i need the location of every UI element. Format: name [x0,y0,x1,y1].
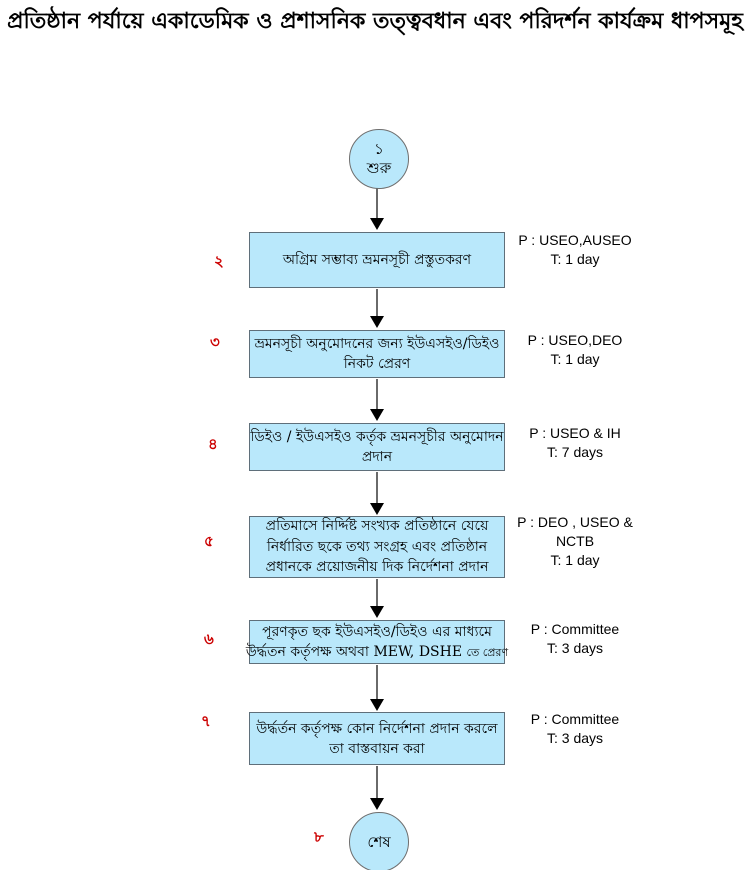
annotation-line: P : Committee [530,711,620,727]
step-text-line: প্রদান [361,449,393,465]
step-annotation-5: P : DEO , USEO & NCTB T: 1 day [505,513,645,570]
annotation-line: P : USEO,AUSEO [518,232,632,248]
annotation-line: P : USEO,DEO [527,332,623,348]
flow-arrow-4 [370,472,384,515]
step-box-3: ভ্রমনসূচী অনুমোদনের জন্য ইউএসইও/ডিইও নিক… [249,330,505,378]
arrow-shaft [376,766,378,799]
step-text-english: MEW, DSHE [373,643,463,660]
step-text-line: ডিইও / ইউএসইও কর্তৃক ভ্রমনসূচীর অনুমোদন [250,429,504,445]
annotation-line: T: 3 days [546,730,604,746]
page-title: প্রতিষ্ঠান পর্যায়ে একাডেমিক ও প্রশাসনিক… [7,9,743,34]
step-number-7: ৭ [201,712,211,730]
step-number-4: ৪ [208,435,218,453]
start-node-number: ১ [374,140,384,158]
arrow-head-icon [370,409,384,421]
flow-arrow-7 [370,766,384,810]
step-text-line: পূরণকৃত ছক ইউএসইও/ডিইও এর মাধ্যমে [262,623,492,640]
flow-arrow-1 [370,188,384,230]
step-box-4: ডিইও / ইউএসইও কর্তৃক ভ্রমনসূচীর অনুমোদন … [249,423,505,471]
end-node-label: শেষ [367,832,391,851]
arrow-head-icon [370,699,384,711]
annotation-line: T: 1 day [550,351,600,367]
step-text-bangla: উর্দ্ধতন কর্তৃপক্ষ অথবা [245,643,369,660]
step-box-6: পূরণকৃত ছক ইউএসইও/ডিইও এর মাধ্যমে উর্দ্ধ… [246,620,508,664]
step-text-line: নির্ধারিত ছকে তথ্য সংগ্রহ এবং প্রতিষ্ঠান [266,538,488,555]
step-text-line: তা বাস্তবায়ন করা [329,740,425,757]
step-text-line: উর্দ্ধর্তন কর্তৃপক্ষ কোন নির্দেশনা প্রদা… [256,720,498,737]
arrow-shaft [376,188,378,219]
annotation-line: T: 1 day [550,552,600,568]
arrow-shaft [376,379,378,410]
step-text-line: অগ্রিম সম্ভাব্য ভ্রমনসূচী প্রস্তুতকরণ [282,252,472,268]
step-text-line: প্রতিমাসে নির্দ্দিষ্ট সংখ্যক প্রতিষ্ঠানে… [265,518,489,535]
end-node-number: ৮ [314,828,324,846]
arrow-shaft [376,579,378,607]
annotation-line: NCTB [555,533,595,549]
arrow-shaft [376,472,378,504]
step-annotation-7: P : Committee T: 3 days [505,710,645,748]
step-text-line: প্রধানকে প্রয়োজনীয় দিক নির্দেশনা প্রদা… [265,559,489,576]
step-annotation-4: P : USEO & IH T: 7 days [505,424,645,462]
flow-arrow-2 [370,289,384,328]
step-annotation-6: P : Committee T: 3 days [505,620,645,658]
annotation-line: T: 3 days [546,640,604,656]
step-annotation-2: P : USEO,AUSEO T: 1 day [505,231,645,269]
step-number-5: ৫ [204,532,214,550]
start-node: ১ শুরু [349,129,409,189]
step-box-2: অগ্রিম সম্ভাব্য ভ্রমনসূচী প্রস্তুতকরণ [249,232,505,288]
arrow-head-icon [370,606,384,618]
step-number-2: ২ [214,252,224,270]
start-node-label: শুরু [366,159,392,177]
step-text-line: ভ্রমনসূচী অনুমোদনের জন্য ইউএসইও/ডিইও [254,336,500,352]
step-box-7: উর্দ্ধর্তন কর্তৃপক্ষ কোন নির্দেশনা প্রদা… [249,712,505,765]
flow-arrow-3 [370,379,384,421]
annotation-line: P : Committee [530,621,620,637]
end-node: শেষ [349,812,409,870]
flow-arrow-6 [370,665,384,711]
arrow-head-icon [370,316,384,328]
step-number-3: ৩ [210,333,220,351]
arrow-shaft [376,665,378,700]
flow-arrow-5 [370,579,384,618]
arrow-head-icon [370,503,384,515]
arrow-head-icon [370,218,384,230]
step-text-line: উর্দ্ধতন কর্তৃপক্ষ অথবা MEW, DSHE তে প্র… [246,642,508,663]
arrow-head-icon [370,798,384,810]
step-box-5: প্রতিমাসে নির্দ্দিষ্ট সংখ্যক প্রতিষ্ঠানে… [249,516,505,578]
annotation-line: P : USEO & IH [529,425,621,441]
step-text-suffix: তে প্রেরণ [466,645,509,659]
arrow-shaft [376,289,378,317]
annotation-line: P : DEO , USEO & [517,514,633,530]
step-text-line: নিকট প্রেরণ [343,356,411,372]
step-annotation-3: P : USEO,DEO T: 1 day [505,331,645,369]
annotation-line: T: 7 days [546,444,604,460]
step-number-6: ৬ [204,630,214,648]
annotation-line: T: 1 day [550,251,600,267]
